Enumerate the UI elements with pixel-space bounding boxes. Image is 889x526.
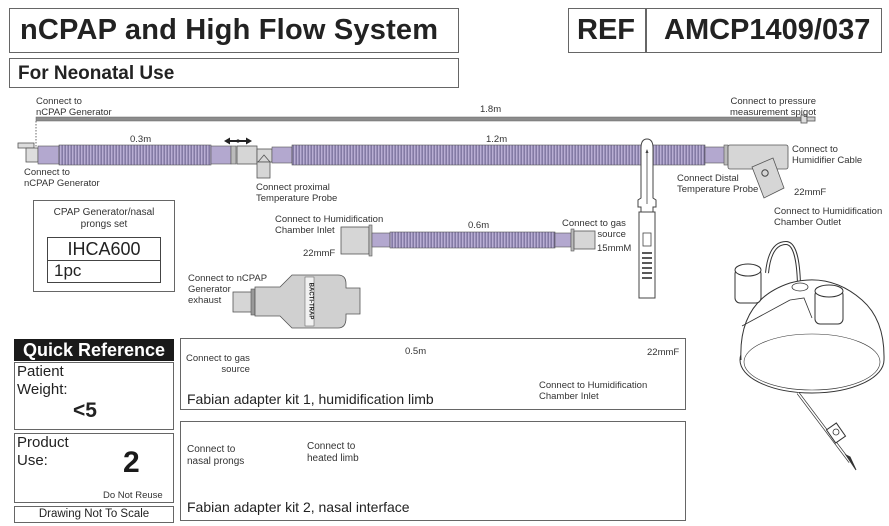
pressure-line-left-label: Connect to nCPAP Generator [36, 96, 112, 118]
generator-connector [17, 142, 39, 163]
cpap-set-code: IHCA600 [48, 238, 160, 261]
humidifier-connector [723, 144, 789, 199]
short-tube-length: 0.3m [130, 134, 152, 145]
cpap-set-box: CPAP Generator/nasal prongs set IHCA600 … [33, 200, 175, 292]
ref-label: REF [577, 14, 635, 46]
do-not-reuse-digit: 2 [123, 446, 140, 479]
kit2-left-label: Connect to nasal prongs [187, 444, 245, 467]
bacterial-filter: BACTI-TRAP [232, 274, 361, 329]
kit1-right-label: Connect to Humidification Chamber Inlet [539, 380, 648, 402]
distal-probe-label: Connect Distal Temperature Probe [677, 173, 759, 195]
page-subtitle: For Neonatal Use [18, 63, 175, 84]
scale-note-box: Drawing Not To Scale [14, 506, 174, 523]
patient-weight-value: <5 [73, 399, 97, 422]
inlet-tube-0-6m [340, 224, 596, 257]
page-title: nCPAP and High Flow System [20, 14, 439, 46]
distal-probe-clip [637, 138, 657, 299]
pressure-line-right-label: Connect to pressure measurement spigot [730, 96, 817, 118]
double-arrow-icon [224, 137, 252, 145]
humidifier-cable-label: Connect to Humidifier Cable [792, 144, 863, 166]
kit1-length: 0.5m [405, 346, 427, 357]
proximal-probe-port [236, 145, 293, 179]
tube-0-3m [37, 144, 237, 166]
cpap-set-quantity: 1pc [54, 261, 82, 280]
title-box: nCPAP and High Flow System [9, 8, 459, 53]
scale-note: Drawing Not To Scale [38, 508, 150, 520]
product-use-box: Product Use: 2 Do Not Reuse [14, 433, 174, 503]
cpap-set-table: IHCA600 1pc [47, 237, 161, 283]
inlet-length: 0.6m [468, 220, 490, 231]
kit2-title: Fabian adapter kit 2, nasal interface [187, 499, 410, 515]
pressure-line-length: 1.8m [480, 104, 502, 115]
inlet-left-label: Connect to Humidification Chamber Inlet [275, 214, 384, 236]
ref-divider [645, 9, 647, 52]
inlet-right-size: 15mmM [597, 243, 632, 254]
kit2-right-label: Connect to heated limb [307, 441, 359, 464]
kit1-box: Fabian adapter kit 1, humidification lim… [180, 338, 686, 410]
filter-label: Connect to nCPAP Generator exhaust [188, 273, 268, 306]
inlet-left-size: 22mmF [303, 248, 336, 259]
kit1-title: Fabian adapter kit 1, humidification lim… [187, 391, 434, 407]
patient-weight-box: Patient Weight: <5 kg [14, 362, 174, 430]
humidification-chamber [734, 240, 885, 471]
ref-box: REF AMCP1409/037 [568, 8, 882, 53]
ref-value: AMCP1409/037 [664, 14, 871, 46]
subtitle-box: For Neonatal Use [9, 58, 459, 88]
cpap-set-caption: CPAP Generator/nasal prongs set [53, 207, 155, 230]
proximal-probe-label: Connect proximal Temperature Probe [256, 182, 338, 204]
kit1-size: 22mmF [647, 347, 680, 358]
kit2-box: Fabian adapter kit 2, nasal interface [180, 421, 686, 521]
kit1-left-label: Connect to gas source [186, 353, 250, 375]
short-tube-left-label: Connect to nCPAP Generator [24, 167, 100, 189]
chamber-outlet-label: Connect to Humidification Chamber Outlet [774, 206, 883, 228]
outlet-size-label: 22mmF [794, 187, 827, 198]
do-not-reuse-caption: Do Not Reuse [103, 490, 163, 501]
pressure-line [35, 114, 816, 148]
filter-brand: BACTI-TRAP [308, 283, 314, 320]
tube-1-2m [291, 144, 726, 166]
quick-reference-title: Quick Reference [14, 339, 174, 361]
product-use-label: Product Use: [17, 434, 69, 469]
patient-weight-label: Patient Weight: [17, 363, 68, 398]
inlet-right-label: Connect to gas source [562, 218, 626, 240]
weight-unit: kg [123, 395, 149, 420]
long-tube-length: 1.2m [486, 134, 508, 145]
